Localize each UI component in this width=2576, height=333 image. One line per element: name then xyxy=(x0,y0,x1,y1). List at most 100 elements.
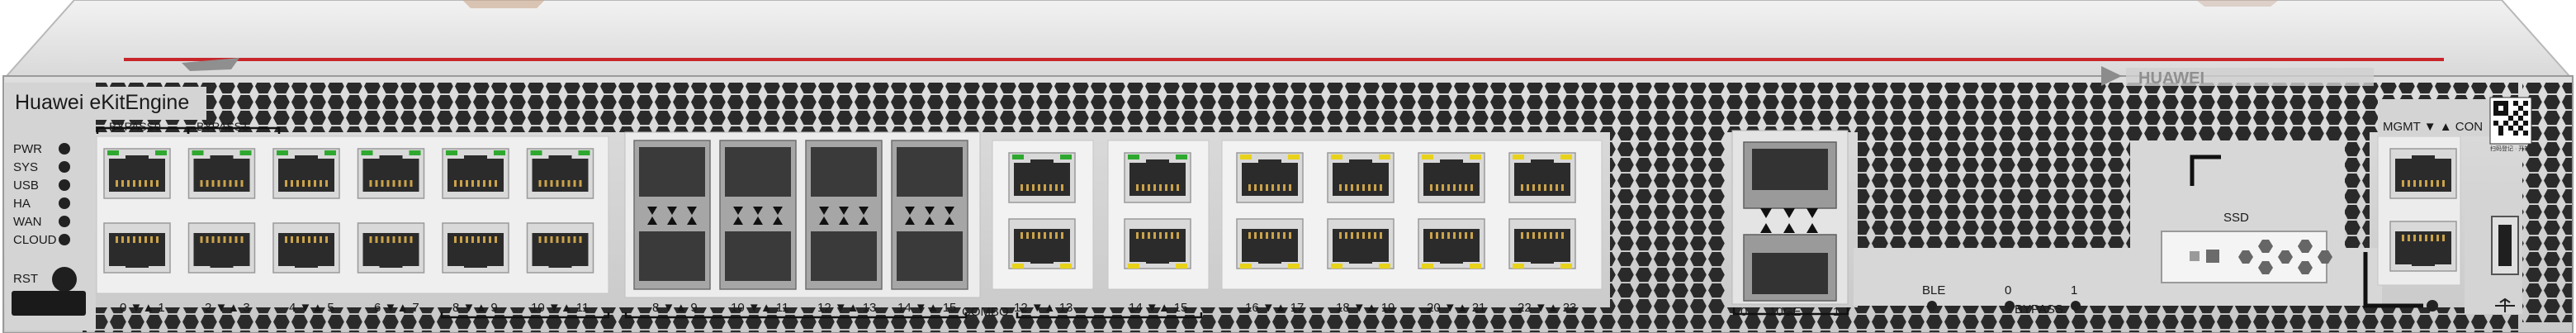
port-label-18-19: 18 ▼▲ 19 xyxy=(1336,301,1395,315)
rj45-port-g1-top-5-pin xyxy=(573,180,576,187)
combo-rj45-top-1-pin xyxy=(1153,184,1156,191)
led-label-usb: USB xyxy=(13,178,39,193)
rj45-port-g1-bottom-3-pin xyxy=(398,236,401,243)
bypass-led-1-number: 1 xyxy=(2071,283,2078,297)
rj45-port-g1-top-1-led-left xyxy=(192,150,204,155)
group1-bracket xyxy=(440,312,610,319)
sfp-arrow-down-3-1 xyxy=(925,207,935,215)
rj45-port-g1-top-1-pin xyxy=(217,180,220,187)
rj45-port-g3-bottom-3-pin xyxy=(1556,232,1558,239)
rj45-port-g3-top-3-pin xyxy=(1532,184,1535,191)
rj45-port-g1-top-2-socket xyxy=(278,159,334,192)
qr-cell-2 xyxy=(2503,101,2508,106)
qr-cell-1 xyxy=(2498,101,2503,106)
rj45-port-g1-bottom-2-pin xyxy=(308,236,310,243)
rj45-port-g1-bottom-1-pin xyxy=(234,236,238,243)
combo-rj45-bottom-1-led-left xyxy=(1128,264,1139,269)
combo-rj45-top-1-led-right xyxy=(1176,155,1187,159)
tenge-arrow-down-2 xyxy=(1807,208,1818,218)
sfp-arrow-down-3-0 xyxy=(905,207,915,215)
qr-cell-14 xyxy=(2498,126,2503,131)
rj45-port-g1-top-1-led-right xyxy=(239,150,252,155)
rj45-port-g3-bottom-3-pin xyxy=(1550,232,1552,239)
bypass-led-0 xyxy=(2005,301,2015,311)
rj45-port-g3-bottom-1-pin xyxy=(1351,232,1353,239)
rj45-port-g3-bottom-1-led-right xyxy=(1379,264,1390,269)
rj45-port-g1-bottom-0-pin xyxy=(139,236,141,243)
led-label-cloud: CLOUD xyxy=(13,233,57,247)
sfp-arrow-up-1-1 xyxy=(753,216,763,225)
ssd-hex-4 xyxy=(2298,240,2313,253)
qr-cell-4 xyxy=(2503,106,2508,111)
combo-rj45-top-1-pin xyxy=(1171,184,1173,191)
rj45-port-g3-top-2-pin xyxy=(1436,184,1438,191)
rj45-port-g1-top-5-pin xyxy=(544,180,547,187)
sfp-arrow-down-3-2 xyxy=(945,207,954,215)
rj45-port-g3-bottom-2-pin xyxy=(1436,232,1438,239)
rj45-port-g1-top-0-pin xyxy=(144,180,147,187)
con-port-pin xyxy=(2402,235,2404,241)
rst-button[interactable] xyxy=(51,266,78,293)
rj45-port-g3-bottom-1-pin xyxy=(1362,232,1365,239)
rj45-port-g1-top-4-led-left xyxy=(446,150,457,155)
rj45-port-g3-bottom-2-pin xyxy=(1470,232,1473,239)
usb-port[interactable] xyxy=(2492,216,2518,274)
sfp-arrow-down-1-0 xyxy=(733,207,743,215)
qr-cell-18 xyxy=(2523,121,2528,126)
rj45-port-g3-top-3-pin xyxy=(1521,184,1523,191)
rj45-port-g1-bottom-1-pin xyxy=(200,236,203,243)
rj45-port-g1-top-4-pin xyxy=(460,180,462,187)
sfp-arrow-up-0-0 xyxy=(647,216,657,225)
combo-label-12-13: 12 ▼▲ 13 xyxy=(1014,301,1073,315)
rj45-port-g1-top-1-pin xyxy=(206,180,209,187)
rj45-port-g3-top-3-pin xyxy=(1556,184,1558,191)
port-label-0-1: 0 ▼▲ 1 xyxy=(120,301,165,315)
rj45-port-g3-bottom-0-pin xyxy=(1260,232,1262,239)
rj45-port-g1-bottom-5-pin xyxy=(544,236,547,243)
sfp-port-top-3 xyxy=(897,147,963,197)
sfp-arrow-up-0-2 xyxy=(687,216,697,225)
rj45-port-g1-bottom-3-pin xyxy=(392,236,395,243)
combo-rj45-bottom-1-pin xyxy=(1148,232,1150,239)
rj45-port-g1-top-1-pin xyxy=(211,180,215,187)
rj45-port-g1-bottom-2-pin xyxy=(302,236,305,243)
sfp-arrow-up-2-2 xyxy=(859,216,869,225)
rj45-port-g1-top-1-socket xyxy=(193,159,250,192)
rj45-port-g3-top-1-pin xyxy=(1374,184,1376,191)
rj45-port-g3-top-3-pin xyxy=(1550,184,1552,191)
rj45-port-g3-top-2-pin xyxy=(1430,184,1432,191)
status-led-pwr xyxy=(59,143,70,155)
ssd-slot[interactable] xyxy=(2162,231,2327,283)
sfp-port-bottom-1 xyxy=(725,231,791,281)
rj45-port-g1-top-5-pin xyxy=(579,180,582,187)
rj45-port-g3-bottom-2-led-left xyxy=(1422,264,1433,269)
rj45-port-g3-top-0-pin xyxy=(1248,184,1251,191)
rj45-port-g1-bottom-5-pin xyxy=(567,236,571,243)
rj45-port-g1-top-1-pin xyxy=(229,180,232,187)
rj45-port-g1-top-4-socket xyxy=(447,159,504,192)
rj45-port-g1-top-3-pin xyxy=(381,180,384,187)
sfp-arrow-down-2-1 xyxy=(839,207,849,215)
qr-cell-5 xyxy=(2493,111,2498,116)
rj45-port-g3-top-0-pin xyxy=(1260,184,1262,191)
rj45-port-g3-top-2-pin xyxy=(1470,184,1473,191)
combo-rj45-bottom-1-pin xyxy=(1165,232,1167,239)
rj45-port-g1-bottom-0-pin xyxy=(156,236,159,243)
rj45-port-g3-bottom-0-pin xyxy=(1248,232,1251,239)
combo-rj45-bottom-0-pin xyxy=(1055,232,1058,239)
rj45-port-g3-bottom-3-pin xyxy=(1561,232,1564,239)
rj45-port-g1-bottom-1-pin xyxy=(206,236,209,243)
led-label-sys: SYS xyxy=(13,160,39,174)
port-label-4-5: 4 ▼▲ 5 xyxy=(289,301,334,315)
rj45-port-g3-top-1-pin xyxy=(1362,184,1365,191)
port-label-10-11: 10 ▼▲ 11 xyxy=(531,301,590,315)
combo-rj45-top-1-pin xyxy=(1136,184,1139,191)
port-label-6-7: 6 ▼▲ 7 xyxy=(374,301,419,315)
sfp-arrow-down-1-1 xyxy=(753,207,763,215)
combo-rj45-top-1-pin xyxy=(1165,184,1167,191)
qr-cell-20 xyxy=(2523,131,2528,136)
tenge-arrow-down-0 xyxy=(1760,208,1772,218)
combo-rj45-top-1-pin xyxy=(1159,184,1162,191)
rj45-port-g1-top-2-led-left xyxy=(277,150,288,155)
rj45-port-g3-bottom-3-pin xyxy=(1532,232,1535,239)
